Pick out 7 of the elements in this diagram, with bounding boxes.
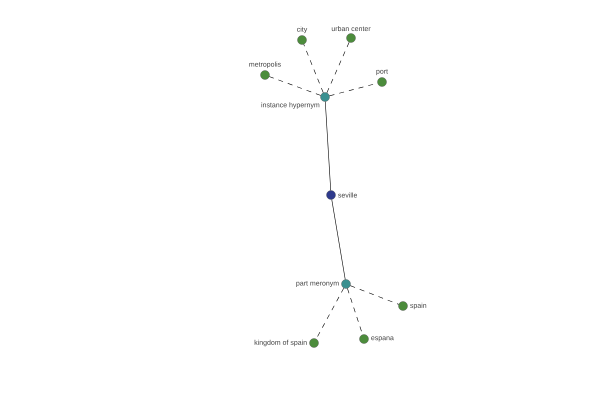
link-line: [350, 285, 399, 305]
link-line: [303, 44, 324, 93]
link-line: [326, 42, 350, 93]
link-line: [331, 199, 346, 280]
link-line: [316, 288, 344, 340]
link-line: [325, 101, 332, 191]
link-line: [269, 76, 321, 96]
